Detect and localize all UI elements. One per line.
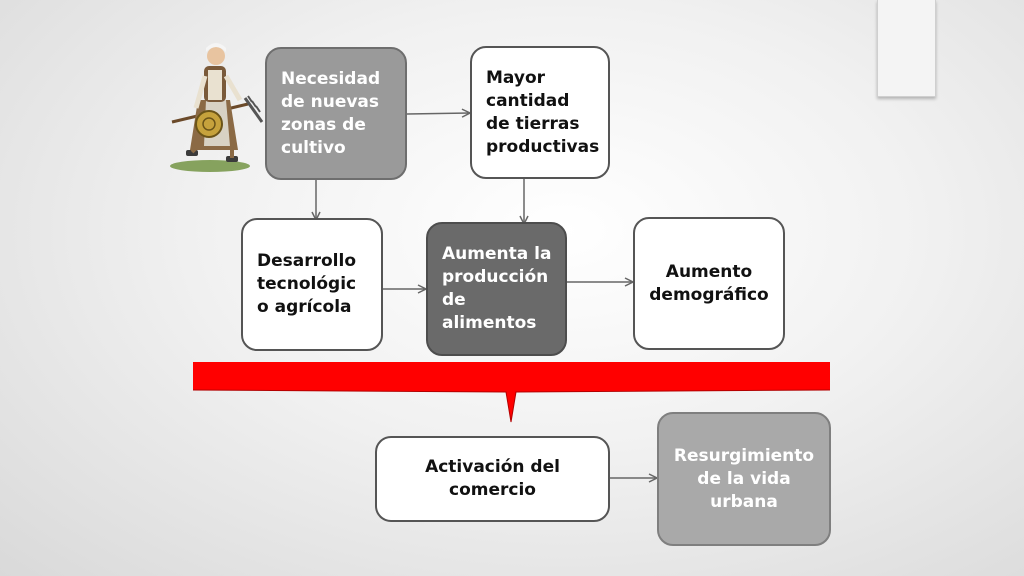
box-mayor-cantidad-tierras: Mayor cantidad de tierras productivas [470, 46, 610, 179]
box-aumenta-label: Aumenta la producción de alimentos [442, 244, 552, 333]
peasant-woman-with-sickle-icon [170, 43, 264, 172]
box-necesidad-label: Necesidad de nuevas zonas de cultivo [281, 68, 381, 158]
box-resurgimiento-label: Resurgimiento de la vida urbana [673, 445, 815, 512]
box-necesidad-nuevas-zonas: Necesidad de nuevas zonas de cultivo [265, 47, 407, 180]
box-resurgimiento-vida-urbana: Resurgimiento de la vida urbana [657, 412, 831, 546]
red-brace-banner [193, 362, 830, 422]
box-activacion-comercio: Activación del comercio [375, 436, 610, 522]
box-mayor-label: Mayor cantidad de tierras productivas [486, 67, 600, 157]
box-aumenta-produccion: Aumenta la producción de alimentos [426, 222, 567, 356]
box-desarrollo-label: Desarrollo tecnológic o agrícola [257, 251, 357, 317]
arrow-necesidad-to-mayor [406, 113, 470, 114]
box-demografico-label: Aumento demográfico [649, 261, 769, 305]
box-comercio-label: Activación del comercio [425, 457, 560, 500]
slide-corner-tab [877, 0, 936, 97]
box-desarrollo-tecnologico: Desarrollo tecnológic o agrícola [241, 218, 383, 351]
box-aumento-demografico: Aumento demográfico [633, 217, 785, 350]
